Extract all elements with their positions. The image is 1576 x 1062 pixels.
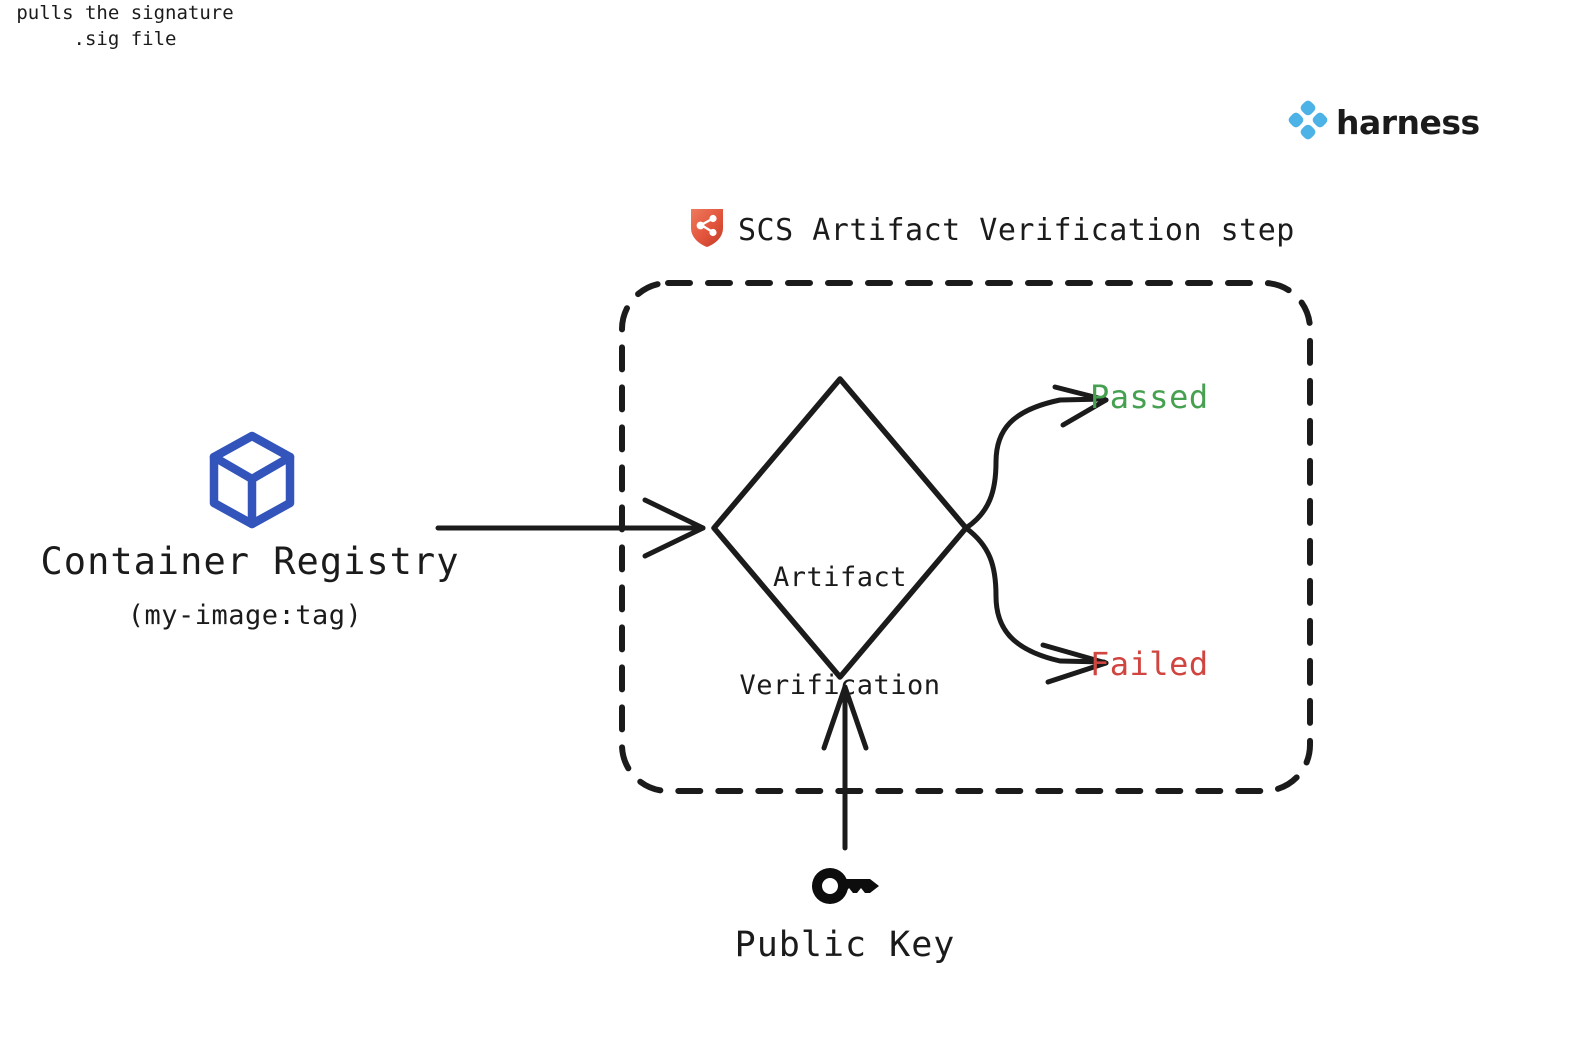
key-icon [808,862,884,910]
edge-decision-branches [963,384,1109,685]
container-registry-subtitle: (my-image:tag) [127,600,363,631]
artifact-verification-label-line-1: Artifact [772,562,908,593]
outcome-passed-label: Passed [1090,378,1209,416]
edge-caption-line-2: .sig file [73,28,177,50]
container-cube-icon [204,430,300,530]
public-key-label: Public Key [734,925,956,965]
harness-diamond-logo-icon [1288,100,1328,144]
outcome-failed-label: Failed [1090,645,1209,683]
harness-wordmark: harness [1336,102,1480,142]
edge-caption-pulls-signature: pulls the signature .sig file [0,0,250,52]
artifact-verification-label-line-2: Verification [739,670,941,701]
edge-caption-line-1: pulls the signature [16,2,234,24]
container-registry-title: Container Registry [40,540,460,583]
step-title: SCS Artifact Verification step [690,208,1295,252]
harness-logo: harness [1288,100,1480,144]
artifact-verification-label: Artifact Verification [700,488,980,776]
scs-shield-icon [690,208,724,252]
step-title-text: SCS Artifact Verification step [738,212,1295,248]
